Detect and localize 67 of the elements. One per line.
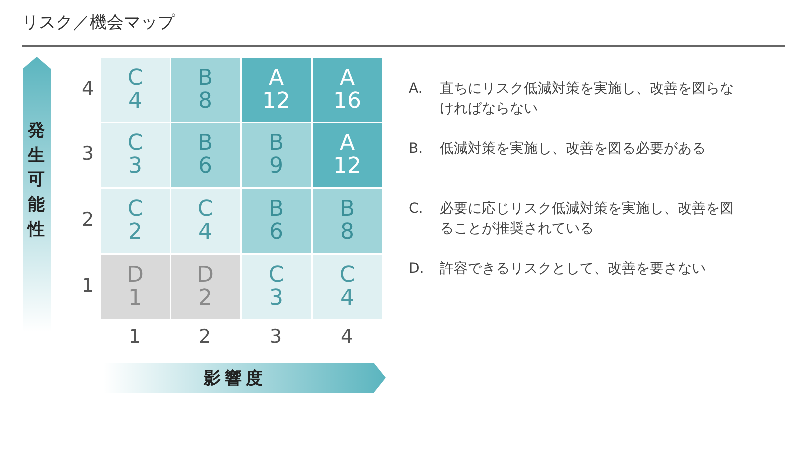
risk-grade: B: [198, 132, 214, 155]
level-description: 許容できるリスクとして、改善を要さない: [440, 260, 707, 279]
risk-cell: [101, 58, 170, 122]
risk-grade: C: [340, 264, 356, 287]
level-description: 直ちにリスク低減対策を実施し、改善を図らなければならない: [440, 80, 735, 120]
risk-cell: [242, 123, 311, 187]
risk-cell: [242, 189, 311, 253]
risk-score: 1: [128, 287, 142, 310]
risk-cell: [171, 255, 240, 319]
risk-cell: [242, 58, 311, 122]
risk-score: 12: [334, 155, 362, 178]
risk-grade: C: [128, 66, 144, 90]
risk-score: 3: [128, 155, 142, 178]
risk-grade: A: [340, 66, 356, 90]
risk-cell: [101, 123, 170, 187]
risk-cell: [242, 255, 311, 319]
risk-cell: [101, 255, 170, 319]
risk-cell: [171, 58, 240, 122]
level-mark: B.: [409, 140, 424, 159]
risk-grade: D: [127, 264, 144, 287]
title: リスク／機会マップ: [22, 12, 175, 34]
risk-score: 6: [198, 155, 212, 178]
risk-score: 2: [198, 287, 212, 310]
risk-grade: B: [198, 66, 214, 90]
level-description: 低減対策を実施し、改善を図る必要がある: [440, 140, 707, 159]
level-mark: D.: [409, 260, 424, 279]
axis-tick: 3: [268, 326, 284, 348]
axis-tick: 2: [198, 326, 212, 348]
risk-score: 4: [198, 221, 212, 244]
risk-score: 4: [340, 287, 354, 310]
risk-grade: A: [268, 66, 284, 90]
risk-grade: C: [268, 264, 284, 287]
risk-grade: C: [128, 198, 144, 221]
risk-grade: A: [340, 132, 356, 155]
risk-cell: [171, 189, 240, 253]
risk-score: 16: [334, 90, 362, 114]
risk-score: 3: [270, 287, 284, 310]
axis-tick: 4: [340, 326, 354, 348]
level-description: 必要に応じリスク低減対策を実施し、改善を図ることが推奨されている: [440, 200, 735, 240]
risk-cell: [313, 123, 382, 187]
risk-cell: [313, 58, 382, 122]
risk-score: 9: [270, 155, 284, 178]
risk-grade: D: [197, 264, 214, 287]
risk-score: 12: [262, 90, 290, 114]
level-mark: A.: [409, 80, 423, 99]
risk-grade: C: [128, 132, 144, 155]
risk-cell: [171, 123, 240, 187]
risk-score: 8: [340, 221, 354, 244]
axis-tick: 2: [80, 209, 96, 231]
risk-score: 8: [198, 90, 212, 114]
risk-cell: [313, 189, 382, 253]
axis-label: 発生可能性: [28, 120, 45, 242]
risk-cell: [101, 189, 170, 253]
axis-label: 影響度: [204, 368, 267, 390]
level-mark: C.: [409, 200, 424, 219]
axis-tick: 1: [128, 326, 142, 348]
risk-score: 4: [128, 90, 142, 114]
risk-grade: B: [340, 198, 356, 221]
risk-grade: B: [268, 198, 284, 221]
axis-tick: 4: [80, 78, 96, 100]
risk-score: 6: [270, 221, 284, 244]
risk-score: 2: [128, 221, 142, 244]
risk-cell: [313, 255, 382, 319]
risk-grade: C: [198, 198, 214, 221]
axis-tick: 3: [80, 143, 96, 165]
axis-tick: 1: [80, 275, 96, 297]
risk-grade: B: [268, 132, 284, 155]
